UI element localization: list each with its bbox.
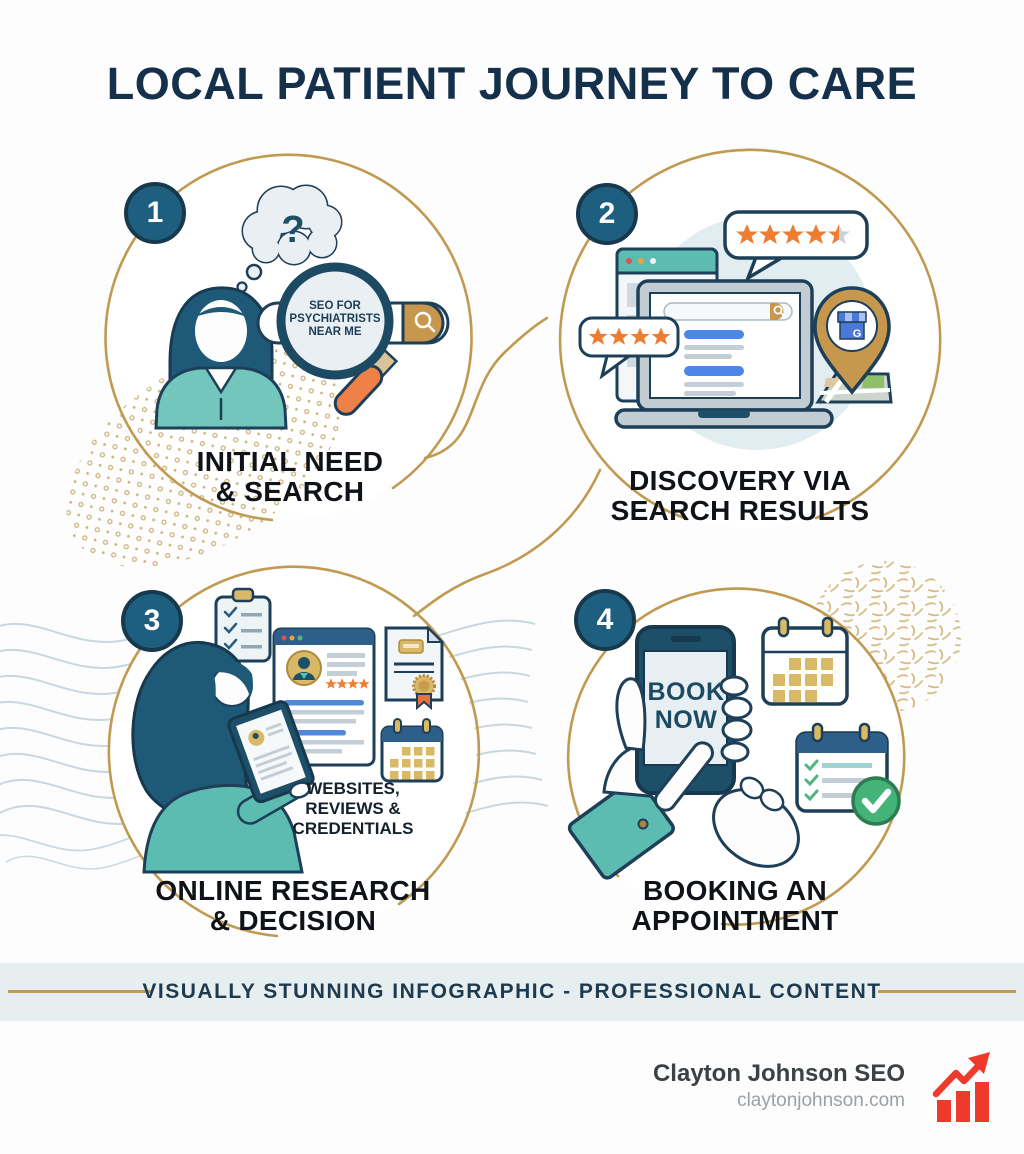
growth-chart-icon	[932, 1052, 990, 1122]
step3-sub-label: WEBSITES, REVIEWS & CREDENTIALS	[292, 779, 414, 838]
clipboard-checklist-icon	[214, 587, 272, 663]
face	[195, 300, 247, 362]
step3-number: 3	[143, 604, 161, 637]
tablet-icon	[227, 700, 315, 804]
search-field	[663, 302, 793, 321]
index-finger	[654, 741, 714, 812]
journey-path	[104, 148, 942, 938]
search-result-lines	[684, 330, 744, 396]
connector-1-2	[423, 316, 549, 460]
search-query-text: SEO FOR PSYCHIATRISTS NEAR ME	[289, 300, 381, 338]
connector-2-3	[412, 468, 602, 618]
woman-tablet-figure	[131, 641, 315, 874]
step4-illustration	[567, 616, 901, 880]
step3-circle	[107, 565, 481, 938]
calendar-checklist-icon	[795, 722, 901, 826]
rating-bubble-top	[723, 210, 869, 283]
thumb	[615, 677, 647, 752]
google-letter: G	[853, 328, 862, 340]
step1-label: INITIAL NEED & SEARCH	[196, 446, 384, 507]
step2-badge: 2	[576, 183, 638, 245]
question-mark: ?	[281, 209, 304, 251]
brand-name: Clayton Johnson SEO	[652, 1060, 905, 1087]
step1-circle	[104, 153, 473, 522]
collar	[203, 366, 239, 395]
pointing-hand-icon	[654, 741, 800, 868]
step4-number: 4	[596, 603, 614, 636]
google-business-pin-icon: G	[813, 286, 891, 395]
rating-bubble-left	[578, 316, 680, 380]
magnifier-handle	[333, 364, 384, 416]
woman-figure	[154, 286, 288, 430]
step4-label: BOOKING AN APPOINTMENT	[631, 875, 839, 936]
step2-label: DISCOVERY VIA SEARCH RESULTS	[610, 465, 870, 526]
brand-website: claytonjohnson.com	[737, 1090, 905, 1111]
step2-circle	[558, 148, 942, 521]
ribbon	[416, 693, 432, 711]
step1-badge: 1	[124, 182, 186, 244]
step2-illustration: G	[578, 210, 893, 450]
thought-cloud-icon: ?	[236, 184, 343, 293]
search-icon	[773, 305, 783, 315]
step3-badge: 3	[121, 590, 183, 652]
search-icon	[414, 311, 432, 329]
gold-divider-right	[878, 990, 1016, 993]
phone-screen	[643, 650, 728, 766]
step4-badge: 4	[574, 589, 636, 651]
step2-number: 2	[598, 197, 616, 230]
profile-review-card-icon	[272, 627, 376, 767]
hair-fringe	[193, 307, 249, 318]
step1-number: 1	[146, 196, 164, 229]
laptop-icon	[614, 279, 834, 429]
speaker	[671, 636, 701, 642]
step4-circle	[566, 587, 906, 926]
footer-banner: VISUALLY STUNNING INFOGRAPHIC - PROFESSI…	[0, 963, 1024, 1021]
calendar-icon	[380, 718, 444, 783]
confirmed-check-badge-icon	[851, 776, 901, 826]
magnifier-lens	[276, 262, 394, 380]
cuff-button	[637, 818, 649, 830]
step3-illustration	[131, 587, 445, 874]
footer-banner-text: VISUALLY STUNNING INFOGRAPHIC - PROFESSI…	[142, 980, 882, 1003]
gripping-fingers	[719, 675, 753, 763]
calendar-grid-icon	[761, 616, 849, 706]
page-title: LOCAL PATIENT JOURNEY TO CARE	[106, 58, 918, 109]
step3-label: ONLINE RESEARCH & DECISION	[155, 875, 431, 936]
hand	[289, 781, 311, 799]
gold-divider-left	[8, 990, 153, 993]
certificate-icon	[384, 625, 445, 711]
magnifying-glass-icon	[276, 262, 399, 416]
step1-illustration: ?	[154, 184, 450, 430]
book-now-text: BOOK NOW	[647, 678, 725, 734]
